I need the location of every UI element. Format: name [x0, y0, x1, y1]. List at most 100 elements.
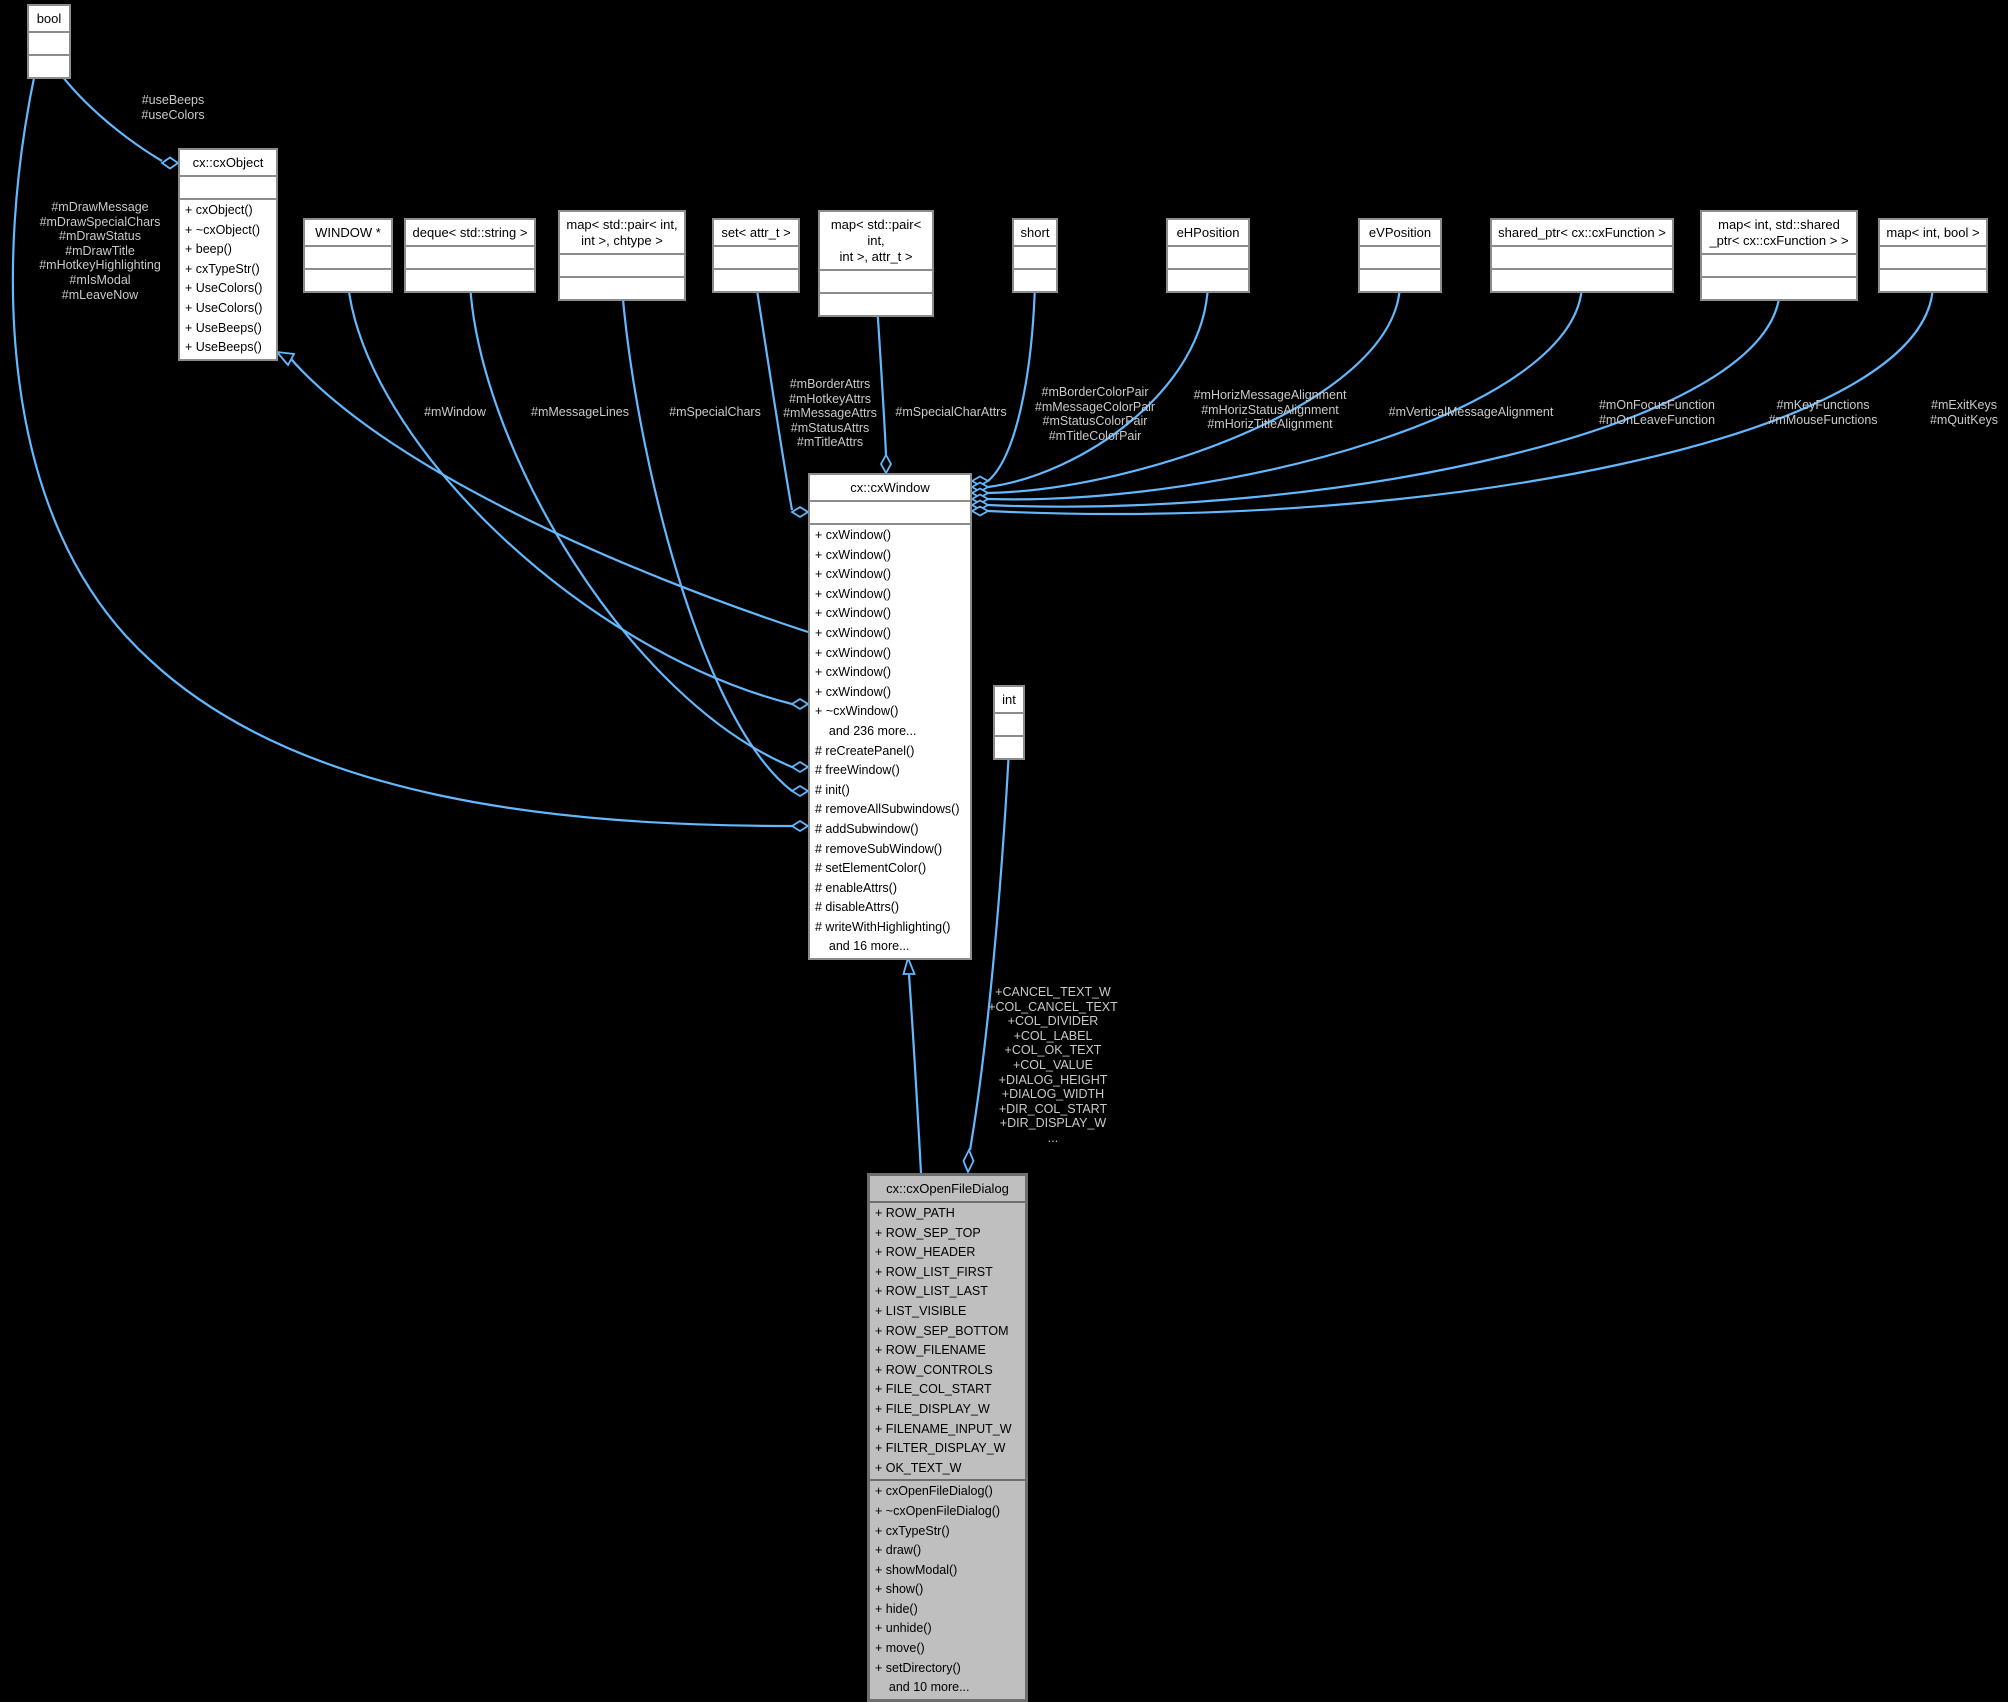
methods-compartment — [1014, 268, 1056, 291]
member-row: # removeAllSubwindows() — [815, 802, 960, 817]
member-row: # addSubwindow() — [815, 821, 919, 836]
attributes-compartment — [406, 245, 534, 268]
attributes-compartment: + ROW_PATH+ ROW_SEP_TOP+ ROW_HEADER+ ROW… — [870, 1201, 1025, 1479]
class-deque-string: deque< std::string > — [404, 218, 536, 293]
attributes-compartment — [714, 245, 798, 268]
methods-compartment — [1492, 268, 1672, 291]
edge-label-draw-flags: #mDrawMessage #mDrawSpecialChars #mDrawS… — [39, 200, 161, 302]
member-row: + cxWindow() — [815, 586, 892, 601]
member-row: + ROW_FILENAME — [875, 1343, 986, 1358]
edge-label-mspecialcharattrs: #mSpecialCharAttrs — [895, 405, 1007, 419]
member-row: + ROW_LIST_FIRST — [875, 1264, 993, 1279]
edge-label-use-beeps: #useBeeps #useColors — [141, 93, 205, 122]
class-title: map< int, std::shared _ptr< cx::cxFuncti… — [1709, 217, 1849, 248]
class-title: map< int, bool > — [1886, 225, 1980, 240]
member-row: # removeSubWindow() — [815, 841, 943, 856]
class-cxopenfiledialog[interactable]: cx::cxOpenFileDialog + ROW_PATH+ ROW_SEP… — [867, 1173, 1028, 1702]
member-row: + ROW_CONTROLS — [875, 1362, 993, 1377]
methods-compartment — [714, 268, 798, 291]
class-cxobject[interactable]: cx::cxObject + cxObject()+ ~cxObject()+ … — [178, 148, 278, 361]
class-title: int — [1002, 692, 1016, 707]
class-map-chtype: map< std::pair< int, int >, chtype > — [558, 210, 686, 301]
class-title: short — [1020, 225, 1050, 240]
class-int: int — [993, 685, 1025, 760]
attributes-compartment — [810, 500, 970, 523]
member-row: + hide() — [875, 1601, 918, 1616]
inheritance-arrow — [274, 350, 296, 367]
member-row: + ROW_SEP_TOP — [875, 1225, 981, 1240]
member-row: and 236 more... — [815, 723, 917, 738]
attributes-compartment — [180, 175, 276, 198]
edge-ehposition-cxwindow — [987, 283, 1210, 489]
edge-label-mverticalalignment: #mVerticalMessageAlignment — [1388, 405, 1554, 419]
class-ehposition: eHPosition — [1166, 218, 1250, 293]
member-row: + FILE_COL_START — [875, 1382, 992, 1397]
member-row: + cxTypeStr() — [185, 261, 260, 276]
methods-compartment: + cxWindow()+ cxWindow()+ cxWindow()+ cx… — [810, 523, 970, 958]
class-title: WINDOW * — [315, 225, 381, 240]
member-row: + UseColors() — [185, 300, 263, 315]
member-row: + show() — [875, 1582, 924, 1597]
aggregation-diamond — [879, 453, 893, 475]
member-row: # reCreatePanel() — [815, 743, 915, 758]
edge-mapchtype-cxwindow — [620, 287, 793, 792]
member-row: # enableAttrs() — [815, 880, 897, 895]
attributes-compartment — [1360, 245, 1440, 268]
edge-mapbool-cxwindow — [987, 283, 1935, 516]
class-title: set< attr_t > — [721, 225, 791, 240]
member-row: + cxObject() — [185, 203, 253, 217]
class-title: eHPosition — [1176, 225, 1240, 240]
edge-cxwindow-cxobject-inheritance — [290, 358, 809, 634]
member-row: + UseColors() — [185, 281, 263, 296]
class-title: cx::cxObject — [192, 155, 264, 170]
methods-compartment — [406, 268, 534, 291]
attributes-compartment — [1014, 245, 1056, 268]
methods-compartment — [1168, 268, 1248, 291]
edge-label-mwindow: #mWindow — [424, 405, 486, 419]
attributes-compartment — [29, 31, 69, 54]
member-row: + LIST_VISIBLE — [875, 1303, 967, 1318]
member-row: + OK_TEXT_W — [875, 1460, 962, 1475]
class-map-bool: map< int, bool > — [1878, 218, 1988, 293]
edge-evposition-cxwindow — [987, 283, 1402, 495]
class-title: deque< std::string > — [412, 225, 528, 240]
class-short: short — [1012, 218, 1058, 293]
methods-compartment — [1880, 268, 1986, 291]
class-title: eVPosition — [1368, 225, 1432, 240]
member-row: # setElementColor() — [815, 861, 927, 876]
methods-compartment — [995, 735, 1023, 758]
attributes-compartment — [995, 712, 1023, 735]
aggregation-diamond — [790, 819, 810, 833]
edge-label-mattrs: #mBorderAttrs #mHotkeyAttrs #mMessageAtt… — [783, 377, 877, 450]
member-row: + FILTER_DISPLAY_W — [875, 1441, 1006, 1456]
edge-label-mcolorpairs: #mBorderColorPair #mMessageColorPair #mS… — [1034, 385, 1156, 443]
attributes-compartment — [1702, 253, 1856, 276]
edge-label-mhorizalignments: #mHorizMessageAlignment #mHorizStatusAli… — [1193, 388, 1347, 432]
member-row: + ROW_HEADER — [875, 1245, 976, 1260]
edge-windowptr-cxwindow — [346, 283, 793, 706]
member-row: and 10 more... — [875, 1680, 970, 1695]
aggregation-diamond — [790, 697, 810, 711]
member-row: + beep() — [185, 242, 232, 257]
class-cxwindow[interactable]: cx::cxWindow + cxWindow()+ cxWindow()+ c… — [808, 473, 972, 961]
member-row: and 16 more... — [815, 939, 910, 954]
attributes-compartment — [820, 269, 932, 292]
member-row: + cxOpenFileDialog() — [875, 1484, 993, 1499]
attributes-compartment — [1880, 245, 1986, 268]
class-map-func: map< int, std::shared _ptr< cx::cxFuncti… — [1700, 210, 1858, 301]
class-title: shared_ptr< cx::cxFunction > — [1498, 225, 1666, 240]
member-row: + ~cxWindow() — [815, 704, 899, 719]
class-shared-ptr: shared_ptr< cx::cxFunction > — [1490, 218, 1674, 293]
class-title: map< std::pair< int, int >, attr_t > — [830, 217, 922, 264]
aggregation-diamond — [790, 760, 810, 774]
member-row: + move() — [875, 1641, 925, 1656]
member-row: + ~cxObject() — [185, 222, 261, 237]
edge-label-mmessagelines: #mMessageLines — [531, 405, 629, 419]
aggregation-diamond — [970, 505, 990, 517]
edge-label-dialog-constants: +CANCEL_TEXT_W +COL_CANCEL_TEXT +COL_DIV… — [988, 985, 1118, 1145]
methods-compartment: + cxOpenFileDialog()+ ~cxOpenFileDialog(… — [870, 1479, 1025, 1699]
edge-label-mspecialchars: #mSpecialChars — [669, 405, 761, 419]
member-row: + cxWindow() — [815, 645, 892, 660]
member-row: + FILENAME_INPUT_W — [875, 1421, 1012, 1436]
attributes-compartment — [560, 253, 684, 276]
